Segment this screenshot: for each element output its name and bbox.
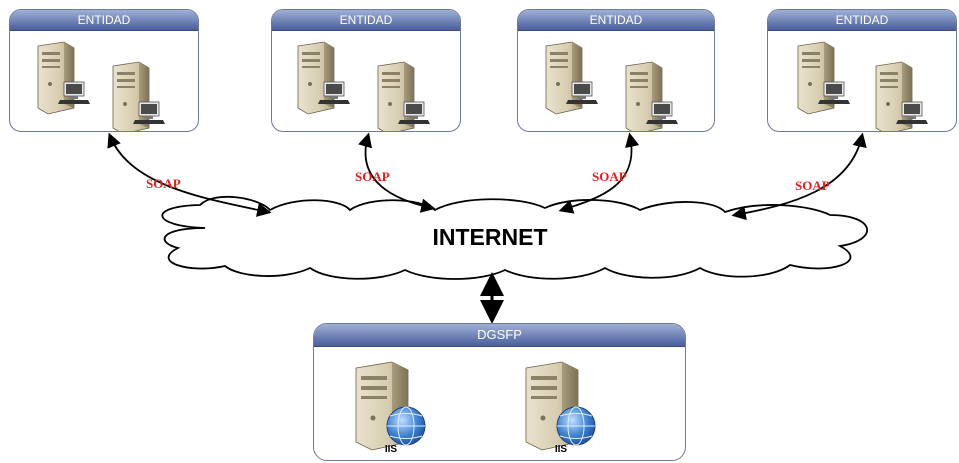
workstation-server-icon: [545, 41, 599, 115]
entity-panel: ENTIDAD: [517, 9, 715, 132]
entity-title: ENTIDAD: [272, 10, 460, 31]
workstation-server-icon: [297, 41, 351, 115]
workstation-server-icon: [797, 41, 851, 115]
iis-label: IIS: [384, 444, 398, 455]
soap-arrow-4: [731, 132, 867, 221]
entity-title: ENTIDAD: [10, 10, 198, 31]
entity-title: ENTIDAD: [518, 10, 714, 31]
workstation-server-icon: [625, 61, 679, 131]
soap-label-3: SOAP: [592, 169, 627, 184]
entity-panel: ENTIDAD: [271, 9, 461, 132]
soap-label-1: SOAP: [146, 176, 181, 191]
internet-cloud-icon: [161, 195, 868, 280]
workstation-server-icon: [377, 61, 431, 131]
workstation-server-icon: [875, 61, 929, 131]
iis-label: IIS: [554, 444, 568, 455]
entity-panel: ENTIDAD: [767, 9, 957, 132]
web-server-globe-icon: [525, 361, 596, 451]
dgsfp-title: DGSFP: [314, 324, 685, 347]
workstation-server-icon: [112, 61, 166, 131]
internet-label: INTERNET: [432, 224, 548, 250]
soap-arrow-2: [358, 132, 436, 213]
entity-title: ENTIDAD: [768, 10, 956, 31]
entity-panel: ENTIDAD: [9, 9, 199, 132]
soap-label-4: SOAP: [795, 178, 830, 193]
soap-arrow-3: [558, 132, 640, 214]
dgsfp-panel: DGSFP IIS IIS: [313, 323, 686, 461]
soap-label-2: SOAP: [355, 169, 390, 184]
web-server-globe-icon: [355, 361, 426, 451]
soap-arrow-1: [107, 132, 272, 217]
workstation-server-icon: [37, 41, 91, 115]
